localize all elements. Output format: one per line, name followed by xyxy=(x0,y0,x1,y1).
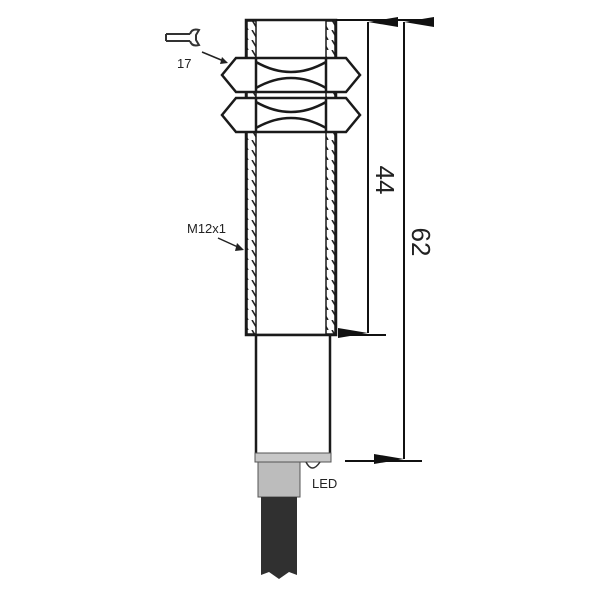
cable-connector xyxy=(257,461,301,498)
dimension-lines xyxy=(336,16,434,464)
cable xyxy=(261,497,297,579)
led-indicator xyxy=(305,461,321,469)
nut-upper xyxy=(220,56,362,94)
wrench-size-label: 17 xyxy=(177,56,191,71)
thread-label: M12x1 xyxy=(187,221,226,236)
wrench-icon xyxy=(165,28,201,47)
dim-62-label: 62 xyxy=(406,228,436,257)
sensor-body xyxy=(254,333,332,456)
base-plate xyxy=(254,452,332,463)
dim-44-label: 44 xyxy=(370,166,400,195)
led-label: LED xyxy=(312,476,337,491)
nut-lower xyxy=(220,96,362,134)
